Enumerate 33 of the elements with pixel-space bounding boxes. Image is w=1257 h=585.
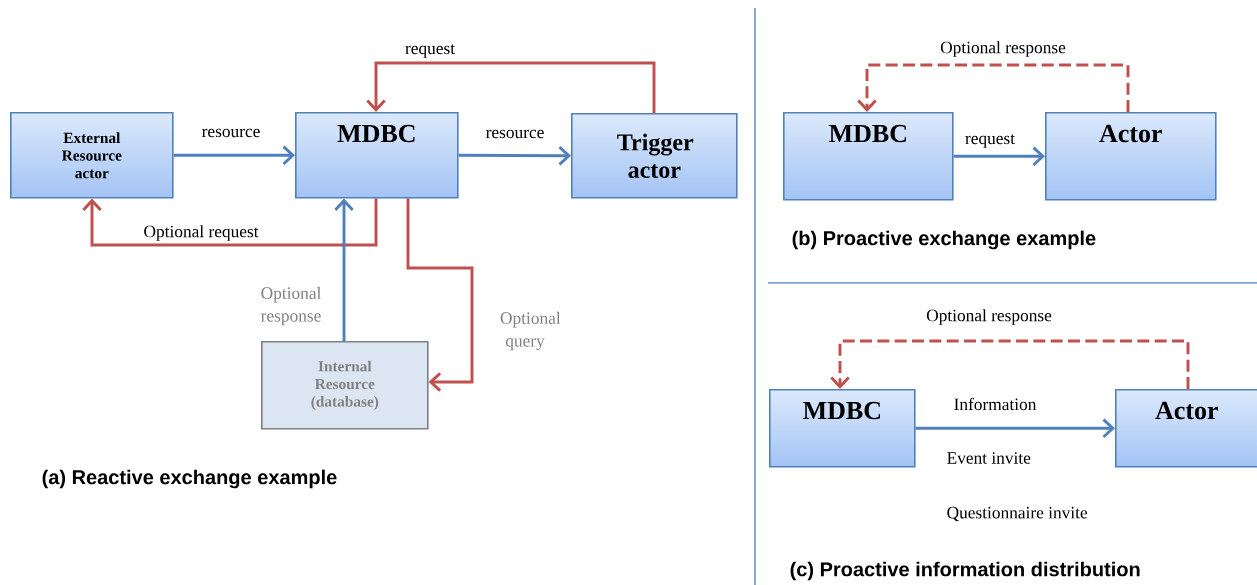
arrow (915, 418, 1115, 439)
arrow (857, 63, 1130, 112)
panel-caption: (c) Proactive information distribution (790, 561, 1140, 581)
arrow (173, 145, 295, 166)
arrow (366, 61, 656, 113)
edge-label: resource (484, 128, 546, 140)
process-box: MDBC (769, 389, 916, 468)
edge-label: Optional request (142, 223, 260, 243)
edge-label: resource (200, 127, 262, 139)
process-box: Actor (1115, 389, 1257, 468)
panel-caption: (a) Reactive exchange example (42, 469, 337, 489)
edge-label: Optional response (924, 307, 1054, 327)
edge-label: Optional response (258, 285, 324, 327)
process-box: Trigger actor (571, 113, 738, 199)
edge-label: request (403, 42, 457, 60)
edge-label: request (963, 132, 1017, 150)
process-box: External Resource actor (10, 112, 174, 199)
panel-caption: (b) Proactive exchange example (792, 230, 1096, 250)
text-label: Event invite (947, 452, 1031, 464)
process-box: MDBC (295, 112, 459, 199)
process-box: Actor (1045, 112, 1217, 201)
edge-label: Information (952, 396, 1038, 412)
database-box: Internal Resource (database) (261, 341, 429, 430)
arrow (82, 198, 378, 247)
text-label: Questionnaire invite (947, 506, 1088, 522)
arrow (953, 146, 1045, 167)
edge-label: Optional response (938, 39, 1068, 59)
arrow (458, 146, 571, 166)
edge-label: Optional query (498, 310, 561, 352)
arrow (830, 339, 1190, 389)
arrow (406, 198, 474, 392)
process-box: MDBC (783, 112, 954, 201)
arrow (334, 198, 354, 341)
